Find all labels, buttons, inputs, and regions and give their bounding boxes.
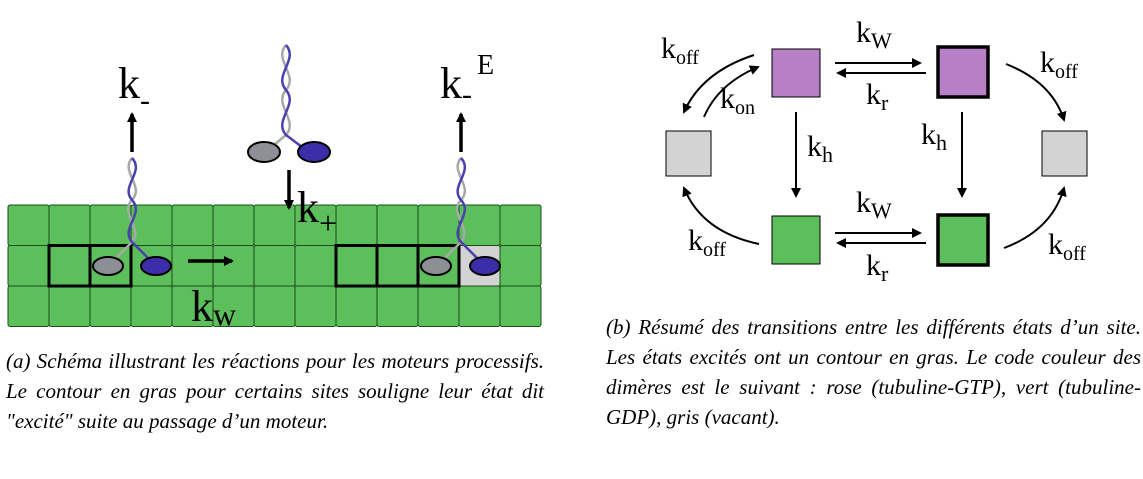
arrow-koff-top-left xyxy=(682,54,755,114)
motor-head-blue xyxy=(469,256,501,276)
label-kw-top: kW xyxy=(856,16,892,53)
lattice-site xyxy=(253,285,296,327)
lattice-site xyxy=(294,285,337,327)
excited-site-outlines xyxy=(47,244,461,288)
label-k-minus: k- xyxy=(118,59,150,117)
label-kh-left: kh xyxy=(807,130,833,167)
motor-strand-blue xyxy=(281,44,307,151)
excited-site-outline xyxy=(416,244,461,288)
label-k-plus: k+ xyxy=(297,183,337,241)
lattice-site xyxy=(376,204,419,246)
lattice-site xyxy=(48,285,91,327)
lattice-site xyxy=(335,285,378,327)
arrow-kon xyxy=(703,65,760,118)
lattice-site xyxy=(253,245,296,287)
state-gray-vacant-right xyxy=(1041,130,1088,177)
label-koff-bottom-right: koff xyxy=(1048,228,1086,265)
lattice-site xyxy=(212,204,255,246)
label-k-minus-E: k-E xyxy=(440,50,494,111)
lattice-site xyxy=(458,285,501,327)
motor-strand-blue xyxy=(127,157,153,263)
lattice-site xyxy=(253,204,296,246)
lattice-site xyxy=(376,285,419,327)
lattice-site xyxy=(335,245,378,287)
state-pink-excited xyxy=(936,45,990,99)
lattice-site xyxy=(376,245,419,287)
lattice-site xyxy=(212,245,255,287)
caption-panel-b: (b) Résumé des transitions entre les dif… xyxy=(606,315,1141,429)
free-motor xyxy=(247,44,331,163)
motor-head-gray xyxy=(247,141,281,163)
arrow-koff-bottom-left xyxy=(682,186,760,245)
label-kw-bottom: kW xyxy=(856,186,892,223)
lattice-site xyxy=(417,285,460,327)
lattice-site xyxy=(7,204,50,246)
lattice-site xyxy=(171,204,214,246)
label-kr-bottom: kr xyxy=(866,249,889,286)
microtubule-lattice xyxy=(7,204,542,327)
label-kh-right: kh xyxy=(921,118,947,155)
lattice-site xyxy=(7,245,50,287)
motor-head-blue xyxy=(140,256,172,276)
lattice-site xyxy=(499,285,542,327)
excited-site-outline xyxy=(88,244,133,288)
state-pink-normal xyxy=(771,48,821,98)
lattice-site xyxy=(130,285,173,327)
lattice-site xyxy=(89,204,132,246)
lattice-site xyxy=(171,245,214,287)
lattice-site xyxy=(499,245,542,287)
label-koff-bottom-left: koff xyxy=(688,224,726,261)
panel-a-microtubule-diagram: k- k-E k+ kw xyxy=(7,44,542,332)
label-k-w: kw xyxy=(191,282,236,332)
bound-motor-left xyxy=(92,157,172,276)
state-gray-vacant-left xyxy=(665,130,712,177)
motor-head-blue xyxy=(297,141,331,163)
caption-panel-a: (a) Schéma illustrant les réactions pour… xyxy=(6,349,544,433)
label-koff-top-left: koff xyxy=(661,32,699,69)
arrow-koff-bottom-right xyxy=(1003,186,1067,249)
lattice-site xyxy=(48,204,91,246)
motor-head-gray xyxy=(92,256,124,276)
lattice-site xyxy=(89,285,132,327)
label-koff-top-right: koff xyxy=(1040,46,1078,83)
motor-head-gray xyxy=(420,256,452,276)
arrow-koff-top-right xyxy=(1005,63,1067,122)
lattice-site xyxy=(417,204,460,246)
lattice-site xyxy=(499,204,542,246)
state-green-excited xyxy=(936,213,990,267)
lattice-site xyxy=(294,245,337,287)
bound-motor-right xyxy=(420,157,501,276)
lattice-site xyxy=(335,204,378,246)
lattice-site xyxy=(7,285,50,327)
label-kr-top: kr xyxy=(866,78,889,115)
lattice-site xyxy=(130,204,173,246)
lattice-site xyxy=(48,245,91,287)
panel-b-state-diagram: kW kr kW kr koff kon koff kh kh koff kof… xyxy=(661,16,1088,286)
motor-strand-blue xyxy=(456,157,482,263)
state-green-normal xyxy=(771,215,821,265)
label-kon: kon xyxy=(720,82,755,119)
